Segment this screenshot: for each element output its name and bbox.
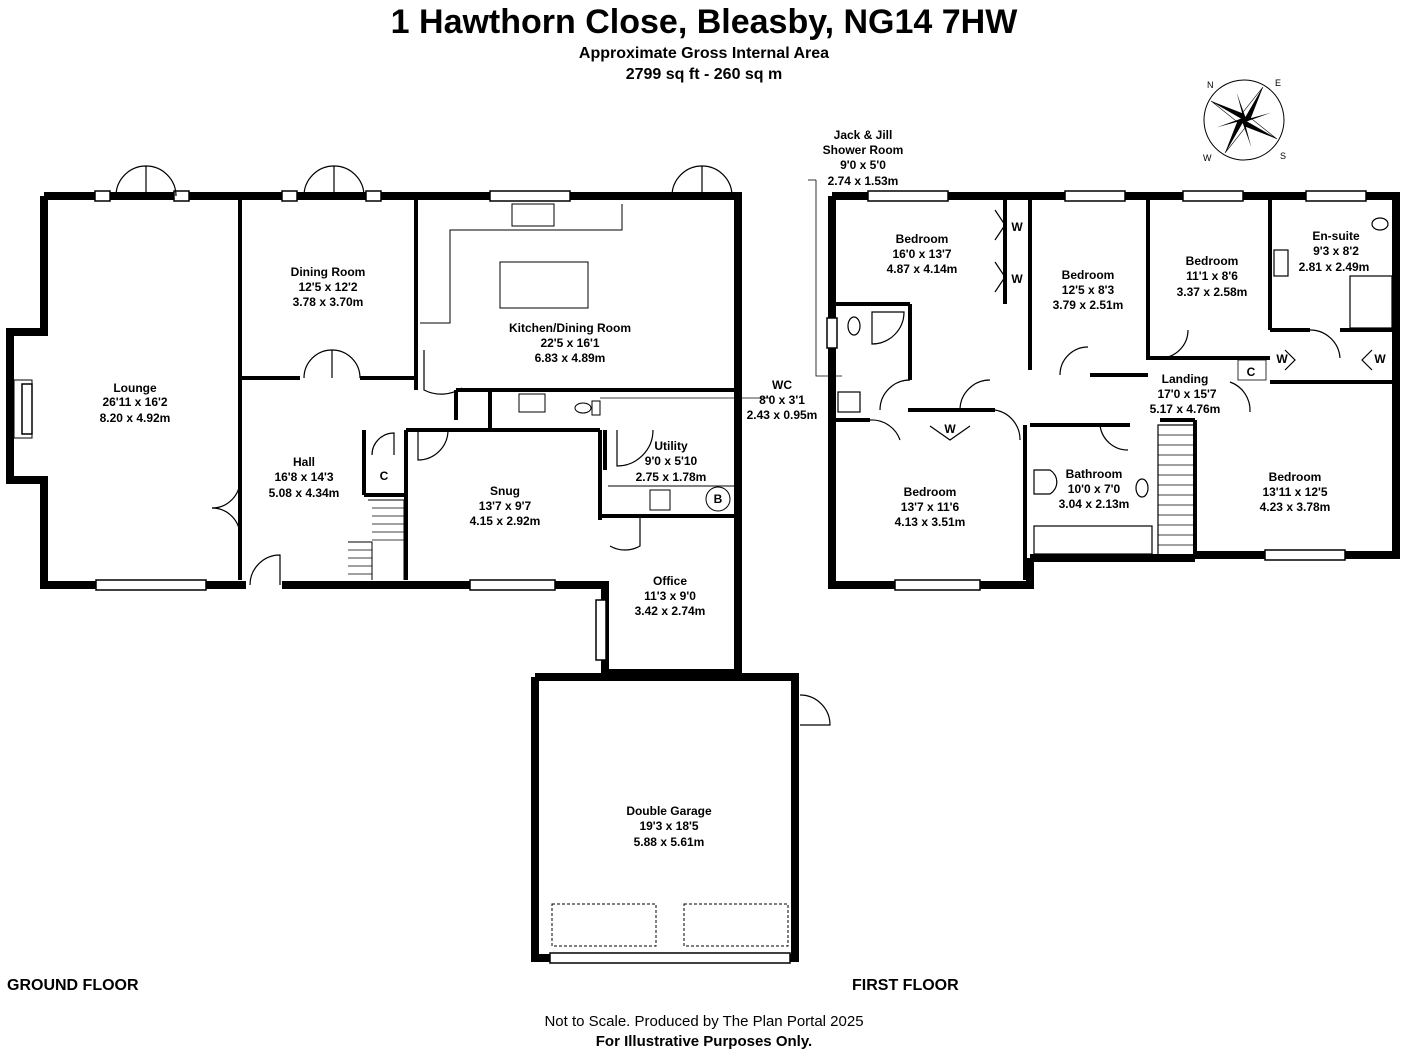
office-imperial: 11'3 x 9'0: [644, 589, 696, 603]
bed3-metric: 3.37 x 2.58m: [1177, 285, 1248, 299]
wardrobe-marker: W: [1276, 352, 1288, 366]
compass-rose-icon: [1203, 79, 1285, 161]
dining-name: Dining Room: [291, 265, 366, 279]
hall-name: Hall: [293, 455, 315, 469]
ensuite-metric: 2.81 x 2.49m: [1299, 260, 1370, 274]
lounge-imperial: 26'11 x 16'2: [102, 395, 167, 409]
snug-name: Snug: [490, 484, 520, 498]
dining-metric: 3.78 x 3.70m: [293, 295, 364, 309]
utility-imperial: 9'0 x 5'10: [645, 454, 698, 468]
lounge-name: Lounge: [113, 381, 157, 395]
footer-credit: Not to Scale. Produced by The Plan Porta…: [544, 1013, 864, 1030]
snug-imperial: 13'7 x 9'7: [479, 499, 532, 513]
ground-floor-label: GROUND FLOOR: [7, 977, 139, 994]
kitchen-metric: 6.83 x 4.89m: [535, 351, 606, 365]
dining-imperial: 12'5 x 12'2: [298, 280, 357, 294]
compass-west-label: W: [1203, 153, 1212, 163]
wc-metric: 2.43 x 0.95m: [747, 408, 818, 422]
wc-imperial: 8'0 x 3'1: [759, 393, 805, 407]
compass-south-label: S: [1280, 151, 1286, 161]
ensuite-name: En-suite: [1312, 229, 1360, 243]
office-metric: 3.42 x 2.74m: [635, 604, 706, 618]
lounge-metric: 8.20 x 4.92m: [100, 411, 171, 425]
wardrobe-marker: W: [944, 422, 956, 436]
footer-disclaimer: For Illustrative Purposes Only.: [595, 1033, 813, 1050]
area-value: 2799 sq ft - 260 sq m: [625, 66, 783, 83]
kitchen-imperial: 22'5 x 16'1: [540, 336, 599, 350]
garage-name: Double Garage: [626, 804, 712, 818]
bed1-imperial: 16'0 x 13'7: [892, 247, 951, 261]
ground-floor-plan: [6, 165, 831, 964]
landing-imperial: 17'0 x 15'7: [1157, 387, 1216, 401]
bathroom-metric: 3.04 x 2.13m: [1059, 497, 1130, 511]
compass-north-label: N: [1207, 80, 1214, 90]
bed2-imperial: 12'5 x 8'3: [1062, 283, 1115, 297]
bed5-imperial: 13'11 x 12'5: [1262, 485, 1327, 499]
bed2-name: Bedroom: [1062, 268, 1115, 282]
area-label: Approximate Gross Internal Area: [578, 45, 830, 62]
jackjill-metric: 2.74 x 1.53m: [828, 174, 899, 188]
hall-metric: 5.08 x 4.34m: [269, 486, 340, 500]
bathroom-imperial: 10'0 x 7'0: [1068, 482, 1121, 496]
landing-cupboard-marker: C: [1247, 365, 1256, 379]
bed1-name: Bedroom: [896, 232, 949, 246]
jackjill-name-1: Jack & Jill: [834, 128, 893, 142]
first-floor-label: FIRST FLOOR: [852, 977, 959, 994]
bed3-name: Bedroom: [1186, 254, 1239, 268]
hall-imperial: 16'8 x 14'3: [274, 470, 333, 484]
boiler-marker: B: [714, 492, 723, 506]
ensuite-imperial: 9'3 x 8'2: [1313, 244, 1359, 258]
bed5-metric: 4.23 x 3.78m: [1260, 500, 1331, 514]
landing-name: Landing: [1162, 372, 1209, 386]
utility-metric: 2.75 x 1.78m: [636, 470, 707, 484]
wardrobe-marker: W: [1011, 272, 1023, 286]
hall-cupboard-marker: C: [380, 469, 389, 483]
bed4-name: Bedroom: [904, 485, 957, 499]
wc-name: WC: [772, 378, 792, 392]
bed4-imperial: 13'7 x 11'6: [901, 500, 960, 514]
garage-imperial: 19'3 x 18'5: [639, 819, 698, 833]
jackjill-imperial: 9'0 x 5'0: [840, 158, 886, 172]
snug-metric: 4.15 x 2.92m: [470, 514, 541, 528]
bed5-name: Bedroom: [1269, 470, 1322, 484]
landing-metric: 5.17 x 4.76m: [1150, 402, 1221, 416]
jackjill-name-2: Shower Room: [823, 143, 904, 157]
property-address: 1 Hawthorn Close, Bleasby, NG14 7HW: [390, 3, 1018, 41]
garage-metric: 5.88 x 5.61m: [634, 835, 705, 849]
utility-name: Utility: [654, 439, 688, 453]
bed2-metric: 3.79 x 2.51m: [1053, 298, 1124, 312]
office-name: Office: [653, 574, 687, 588]
bed1-metric: 4.87 x 4.14m: [887, 262, 958, 276]
kitchen-name: Kitchen/Dining Room: [509, 321, 631, 335]
compass-east-label: E: [1275, 78, 1281, 88]
bathroom-name: Bathroom: [1066, 467, 1123, 481]
wardrobe-marker: W: [1011, 220, 1023, 234]
first-floor-plan: [808, 179, 1400, 591]
bed3-imperial: 11'1 x 8'6: [1186, 269, 1238, 283]
bed4-metric: 4.13 x 3.51m: [895, 515, 966, 529]
wardrobe-marker: W: [1374, 352, 1386, 366]
